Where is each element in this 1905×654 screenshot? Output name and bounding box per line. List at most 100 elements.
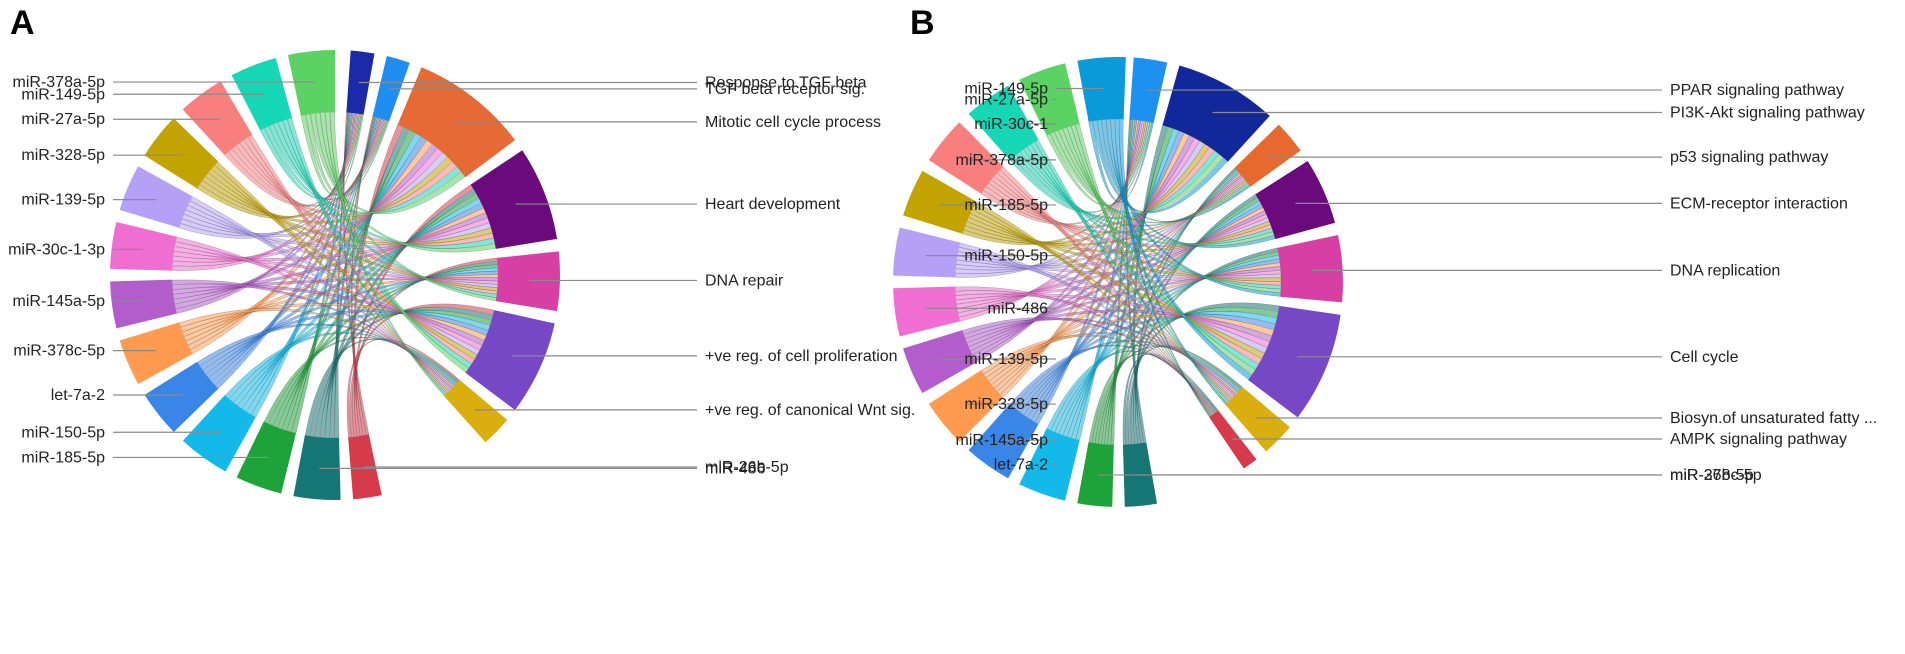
mirna-segment-mir-486 [893,286,960,337]
term-label-tgf-beta-receptor-sig: TGF beta receptor sig. [705,81,865,98]
panel-b-segments [893,56,1343,507]
mirna-label-mir-145a-5p: miR-145a-5p [956,432,1049,449]
term-label-ve-reg-of-cell-proliferation: +ve reg. of cell proliferation [705,348,898,365]
mirna-segment-mir-139-5p [119,166,193,228]
term-label-ppar-signaling-pathway: PPAR signaling pathway [1670,82,1844,99]
mirna-segment-mir-145a-5p [110,279,177,329]
term-label-heart-development: Heart development [705,196,841,213]
ribbon-mir-139-5p-to-biosyn-of-unsaturated-fatty [963,317,1237,396]
mirna-label-mir-150-5p: miR-150-5p [964,248,1048,265]
ribbon-mir-26b-5p-to-biosyn-of-unsaturated-fatty [1125,345,1243,446]
panel-b-letter: B [910,4,935,42]
mirna-segment-mir-30c-1-3p [110,221,177,271]
ribbon-mir-27a-5p-to-pi3k-akt-signaling-pathway [1050,131,1224,215]
term-segment-biosyn-of-unsaturated-fatty [1225,387,1290,452]
mirna-label-mir-328-5p: miR-328-5p [21,147,105,164]
panel-b-leaders [925,87,1662,476]
mirna-label-mir-149-5p: miR-149-5p [21,86,105,103]
mirna-segment-mir-378c-5p [1077,442,1114,507]
ribbon-mir-139-5p-to-ve-reg-of-canonical-wnt-sig [189,196,451,392]
mirna-label-mir-185-5p: miR-185-5p [964,197,1048,214]
term-segment-ve-reg-of-cell-proliferation [465,310,555,410]
mirna-segment-mir-149-5p [1077,56,1126,122]
ribbon-let-7a-2-to-p53-signaling-pathway [1066,170,1239,439]
ribbon-mir-30c-1-3p-to-ve-reg-of-canonical-wnt-sig [175,236,452,391]
mirna-label-mir-26b-5p: miR-26b-5p [1670,467,1754,484]
term-label-p53-signaling-pathway: p53 signaling pathway [1670,149,1828,166]
mirna-segment-mir-139-5p [903,330,977,394]
mirna-label-mir-486: miR-486 [705,460,766,477]
mirna-segment-mir-27a-5p [1019,63,1080,136]
mirna-segment-mir-30c-1 [968,85,1039,161]
mirna-segment-mir-150-5p [182,395,256,472]
ribbon-mir-26b-5p-to-ve-reg-of-cell-proliferation [349,303,495,438]
ribbon-mir-27a-5p-to-biosyn-of-unsaturated-fatty [1070,124,1229,404]
ribbon-mir-378a-5p-to-ve-reg-of-canonical-wnt-sig [329,111,446,397]
ribbon-let-7a-2-to-ampk-signaling-pathway [1046,350,1218,431]
term-segment-ve-reg-of-canonical-wnt-sig [444,379,508,443]
ribbon-mir-145a-5p-to-ve-reg-of-canonical-wnt-sig [171,279,454,390]
term-label-mitotic-cell-cycle-process: Mitotic cell cycle process [705,114,881,131]
term-segment-dna-repair [495,251,560,312]
mirna-label-mir-150-5p: miR-150-5p [21,424,105,441]
mirna-segment-mir-486 [293,435,341,500]
mirna-segment-mir-328-5p [144,118,219,189]
mirna-label-mir-145a-5p: miR-145a-5p [13,293,106,310]
term-label-dna-repair: DNA repair [705,272,784,289]
ribbon-mir-486-to-biosyn-of-unsaturated-fatty [955,290,1236,398]
ribbon-mir-378a-5p-to-tgf-beta-receptor-sig [305,113,390,197]
ribbon-mir-185-5p-to-ampk-signaling-pathway [973,201,1214,416]
ribbon-let-7a-2-to-biosyn-of-unsaturated-fatty [1050,344,1241,433]
mirna-segment-mir-378a-5p [928,122,1004,194]
mirna-label-mir-139-5p: miR-139-5p [964,351,1048,368]
panel-a-letter: A [10,4,35,42]
ribbon-mir-26b-5p-to-heart-development [354,184,474,437]
ribbon-mir-149-5p-to-ve-reg-of-canonical-wnt-sig [287,117,447,396]
ribbon-mir-27a-5p-to-ecm-receptor-interaction [1058,128,1275,247]
term-label-dna-replication: DNA replication [1670,262,1780,279]
ribbon-mir-26b-5p-to-ampk-signaling-pathway [1122,353,1219,446]
mirna-label-mir-486: miR-486 [988,300,1049,317]
term-segment-ecm-receptor-interaction [1255,160,1336,240]
ribbon-mir-486-to-ve-reg-of-cell-proliferation [309,307,494,437]
term-segment-heart-development [470,150,558,249]
mirna-label-mir-30c-1-3p: miR-30c-1-3p [8,241,105,258]
mirna-label-let-7a-2: let-7a-2 [994,457,1048,474]
term-label-response-to-tgf-beta: Response to TGF beta [705,74,867,91]
term-label-ve-reg-of-canonical-wnt-sig: +ve reg. of canonical Wnt sig. [705,402,915,419]
mirna-segment-mir-27a-5p [182,81,253,156]
term-label-ampk-signaling-pathway: AMPK signaling pathway [1670,431,1847,448]
mirna-label-mir-26b-5p: miR-26b-5p [705,459,789,476]
term-segment-dna-replication [1277,234,1343,303]
mirna-segment-mir-145a-5p [968,403,1039,479]
mirna-label-mir-378a-5p: miR-378a-5p [956,152,1049,169]
ribbon-mir-378c-5p-to-ampk-signaling-pathway [1088,353,1218,444]
mirna-label-mir-378a-5p: miR-378a-5p [13,74,106,91]
panel-a-ribbons [171,111,499,439]
term-label-biosyn-of-unsaturated-fatty: Biosyn.of unsaturated fatty ... [1670,410,1877,427]
term-segment-cell-cycle [1248,305,1341,418]
ribbon-mir-328-5p-to-cell-cycle [985,313,1275,382]
mirna-segment-mir-328-5p [928,370,1004,442]
mirna-label-mir-149-5p: miR-149-5p [964,81,1048,98]
mirna-label-mir-185-5p: miR-185-5p [21,449,105,466]
mirna-segment-mir-378a-5p [287,50,335,116]
mirna-segment-let-7a-2 [1019,428,1080,501]
ribbon-mir-145a-5p-to-biosyn-of-unsaturated-fatty [1012,340,1240,410]
mirna-label-mir-378c-5p: miR-378c-5p [13,343,105,360]
mirna-segment-mir-150-5p [893,227,960,278]
mirna-segment-mir-185-5p [903,170,977,234]
mirna-segment-mir-378c-5p [119,322,193,385]
mirna-label-mir-328-5p: miR-328-5p [964,396,1048,413]
ribbon-mir-26b-5p-to-cell-cycle [1128,302,1280,445]
ribbon-mir-486-to-ve-reg-of-canonical-wnt-sig [304,338,459,437]
ribbon-mir-378a-5p-to-biosyn-of-unsaturated-fatty [996,169,1232,402]
ribbon-mir-30c-1-3p-to-response-to-tgf-beta [171,113,358,271]
ribbon-mir-149-5p-to-ampk-signaling-pathway [1119,118,1211,418]
panel-a-leaders [113,81,697,469]
